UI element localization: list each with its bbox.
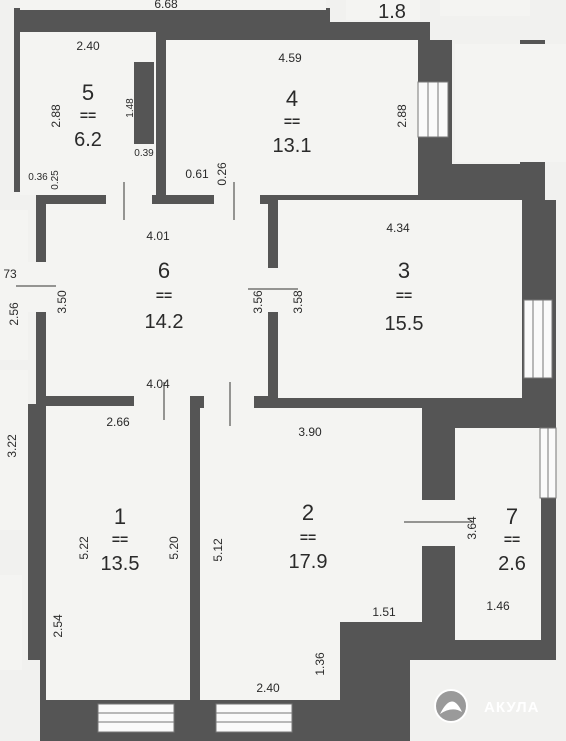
doorway-6-1 — [134, 396, 190, 406]
dim-r1-bottom-left: 2.54 — [51, 614, 65, 638]
room-6-area: 14.2 — [145, 311, 184, 333]
dim-r2-bottom-w: 2.40 — [256, 681, 280, 695]
dim-top-left: 6.68 — [154, 0, 178, 11]
room-2-floor[interactable] — [200, 408, 422, 700]
room-1-number: 1 — [114, 504, 126, 529]
room-7-label: 7 == 2.6 — [498, 504, 526, 575]
window-room-4 — [417, 81, 449, 138]
doorway-6-3 — [268, 268, 278, 312]
room-6-label: 6 == 14.2 — [145, 258, 184, 333]
dim-r7-width: 1.46 — [486, 599, 510, 613]
dim-r5-height: 2.88 — [49, 104, 63, 128]
brand-name: АКУЛА — [484, 699, 539, 716]
room-4-number: 4 — [286, 86, 298, 111]
room-3-number: 3 — [398, 258, 410, 283]
room-5-area: 6.2 — [74, 129, 102, 151]
dim-r1-height-left: 5.22 — [77, 536, 91, 560]
dim-r2-step-w: 1.51 — [372, 605, 396, 619]
dim-left-edge-c: 3.22 — [5, 434, 19, 458]
right-balcony-area — [455, 44, 566, 162]
dim-r2-width: 3.90 — [298, 425, 322, 439]
room-7-number: 7 — [506, 504, 518, 529]
left-corridor — [0, 210, 28, 360]
room-6-eq: == — [156, 287, 172, 303]
left-corridor-2 — [0, 370, 28, 530]
room-1-floor[interactable] — [46, 406, 190, 700]
room-2-eq: == — [300, 529, 316, 545]
room-3-label: 3 == 15.5 — [385, 258, 424, 335]
brand-watermark: АКУЛА — [434, 689, 539, 723]
room-3-eq: == — [396, 287, 412, 303]
dimension-labels: 6.68 1.8 2.40 4.59 0.39 0.36 0.61 4.01 4… — [3, 0, 510, 695]
room-1-eq: == — [112, 531, 128, 547]
room-1-label: 1 == 13.5 — [101, 504, 140, 575]
dim-r2-height-left: 5.12 — [211, 538, 225, 562]
room-3-area: 15.5 — [385, 313, 424, 335]
room-6-number: 6 — [158, 258, 170, 283]
window-room-3 — [523, 299, 553, 379]
room-7-area: 2.6 — [498, 553, 526, 575]
doorway-6-2 — [204, 396, 254, 408]
dimension-labels-vertical: 2.88 1.48 0.25 2.88 0.26 3.50 3.56 3.58 … — [5, 98, 479, 676]
doorway-2-7 — [422, 500, 455, 546]
window-room-7 — [539, 427, 557, 499]
room-4-eq: == — [284, 113, 300, 129]
dim-left-edge-a: 73 — [3, 267, 17, 281]
dim-r5-door-b: 0.25 — [50, 170, 61, 190]
dim-r3-height: 3.58 — [291, 290, 305, 314]
room-3-floor[interactable] — [278, 200, 522, 398]
dim-r2-step-h: 1.36 — [313, 652, 327, 676]
dim-r6-width-top: 4.01 — [146, 229, 170, 243]
dim-r1-height-right: 5.20 — [167, 536, 181, 560]
dim-top-right: 1.8 — [378, 1, 406, 23]
room-6-floor[interactable] — [46, 204, 268, 396]
dim-r7-height: 3.64 — [465, 516, 479, 540]
room-5-eq: == — [80, 107, 96, 123]
window-room-1 — [97, 703, 175, 733]
room-4-area: 13.1 — [273, 135, 312, 157]
doorway-5-6 — [106, 195, 152, 204]
shark-fin-icon — [440, 701, 462, 714]
dim-r6-height-right: 3.56 — [251, 290, 265, 314]
top-strip-left — [20, 0, 326, 10]
top-strip-far-right — [440, 0, 530, 16]
dim-r3-width: 4.34 — [386, 221, 410, 235]
room-2-number: 2 — [302, 500, 314, 525]
dim-r5-niche: 1.48 — [125, 98, 136, 118]
dim-r4-door-b: 0.26 — [215, 162, 229, 186]
doorway-4-6 — [214, 195, 260, 204]
dim-r5-width: 2.40 — [76, 39, 100, 53]
room-5-label: 5 == 6.2 — [74, 80, 102, 151]
door-lines — [16, 182, 472, 523]
room-4-floor[interactable] — [166, 40, 418, 195]
room-5-number: 5 — [82, 80, 94, 105]
dim-r5-door-a: 0.36 — [28, 172, 48, 183]
dim-r4-height: 2.88 — [395, 104, 409, 128]
room-7-eq: == — [504, 531, 520, 547]
dim-r4-width: 4.59 — [278, 51, 302, 65]
dim-r4-door-a: 0.61 — [185, 167, 209, 181]
room-1-area: 13.5 — [101, 553, 140, 575]
room-7-floor[interactable] — [455, 428, 541, 640]
dim-r6-height-left: 3.50 — [55, 290, 69, 314]
doorway-6-left — [28, 262, 46, 312]
top-strip-right — [346, 0, 420, 20]
window-room-2 — [215, 703, 293, 733]
room-2-label: 2 == 17.9 — [289, 500, 328, 573]
dim-left-edge-b: 2.56 — [7, 302, 21, 326]
left-corridor-3 — [0, 575, 22, 670]
dim-r6-width-bottom: 4.04 — [146, 377, 170, 391]
room-4-label: 4 == 13.1 — [273, 86, 312, 157]
room-5-niche — [134, 62, 154, 144]
room-2-area: 17.9 — [289, 551, 328, 573]
room-5-floor[interactable] — [20, 32, 156, 195]
dim-r5-niche-w: 0.39 — [134, 148, 154, 159]
dim-r1-width: 2.66 — [106, 415, 130, 429]
